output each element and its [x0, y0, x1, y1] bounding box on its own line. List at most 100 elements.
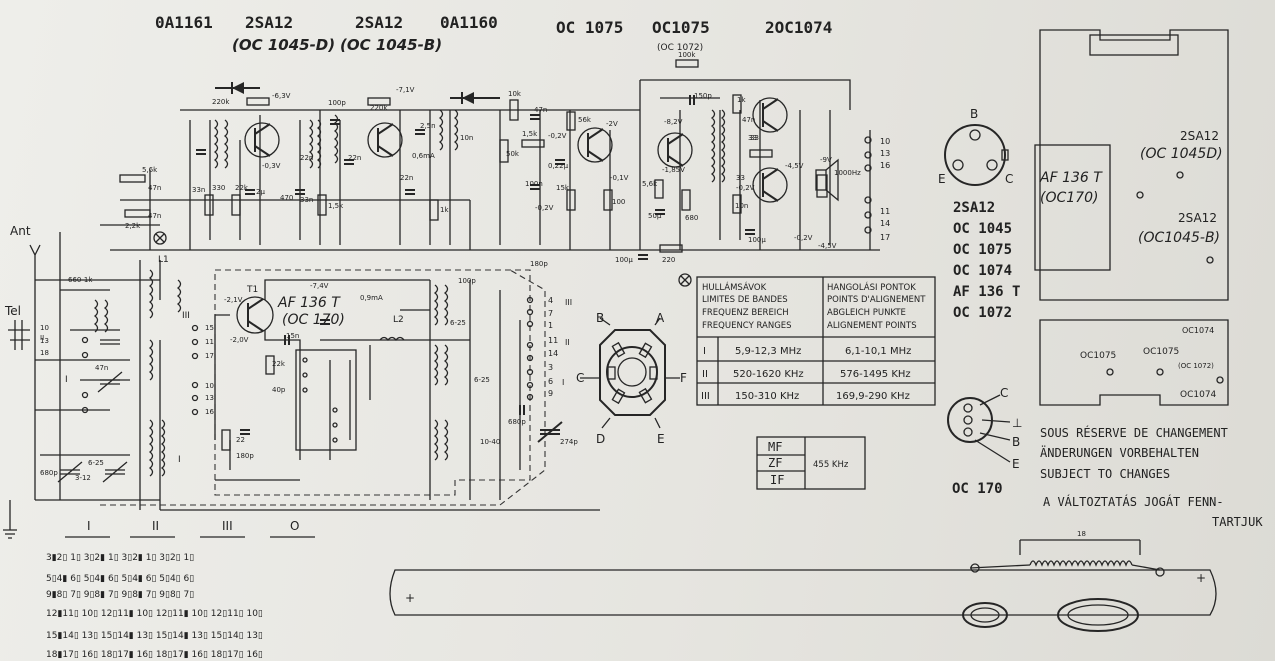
svg-text:33: 33 [750, 134, 759, 142]
switch-b: A [656, 311, 665, 325]
svg-text:1: 1 [548, 321, 553, 330]
wafer-mid [295, 349, 357, 451]
transistor-types-list: 2SA12 OC 1045 OC 1075 OC 1074 AF 136 T O… [953, 200, 1020, 321]
svg-text:33n: 33n [300, 196, 313, 204]
svg-text:B: B [1012, 435, 1020, 449]
svg-text:Tel: Tel [4, 304, 21, 318]
svg-text:100p: 100p [328, 99, 346, 107]
svg-text:SUBJECT TO CHANGES: SUBJECT TO CHANGES [1040, 467, 1170, 481]
svg-text:10k: 10k [508, 90, 522, 98]
svg-text:10n: 10n [735, 202, 748, 210]
header-sublabel: (OC 1072) [657, 43, 703, 53]
svg-text:-0,1V: -0,1V [610, 174, 629, 182]
svg-text:SOUS RÉSERVE DE CHANGEMENT: SOUS RÉSERVE DE CHANGEMENT [1040, 425, 1228, 440]
svg-text:0,22µ: 0,22µ [548, 162, 569, 170]
svg-text:II: II [565, 338, 570, 347]
header-label: 2OC1074 [765, 18, 832, 37]
pinout-top: B E C [938, 107, 1013, 186]
resistor-22k [265, 355, 275, 375]
band-label: I [703, 346, 706, 357]
band-range: 5,9-12,3 MHz [735, 346, 801, 357]
svg-text:470: 470 [280, 194, 293, 202]
terminal-num: 10 [880, 137, 890, 146]
svg-text:22k: 22k [272, 360, 286, 368]
svg-text:47n: 47n [148, 184, 161, 192]
svg-text:-6,3V: -6,3V [272, 92, 291, 100]
svg-text:6-25: 6-25 [474, 376, 490, 384]
svg-text:-0,2V: -0,2V [535, 204, 554, 212]
svg-text:HULLÁMSÁVOK: HULLÁMSÁVOK [702, 281, 767, 293]
header-sublabel: (OC 1045-B) [340, 36, 442, 54]
svg-text:+: + [1196, 571, 1206, 585]
svg-text:6-25: 6-25 [450, 319, 466, 327]
if-wiring [214, 279, 521, 500]
svg-text:-7,1V: -7,1V [396, 86, 415, 94]
svg-text:4: 4 [548, 296, 553, 305]
svg-text:220: 220 [662, 256, 675, 264]
header-label: 0A1161 [155, 13, 213, 32]
switch-matrix: I II III O 3▮2▯ 1▯ 3▯2▮ 1▯ 3▯2▮ 1▯ 3▯2▯ … [46, 519, 315, 660]
svg-text:100: 100 [612, 198, 625, 206]
transistor-4 [657, 132, 693, 168]
svg-text:OC 1074: OC 1074 [953, 263, 1012, 279]
band-range: 150-310 KHz [735, 391, 799, 402]
band-align: 576-1495 KHz [840, 369, 911, 380]
svg-text:33: 33 [736, 174, 745, 182]
matrix-row: 5▯4▮ 6▯ 5▯4▮ 6▯ 5▯4▮ 6▯ 5▯4▯ 6▯ [46, 574, 194, 584]
svg-text:I: I [65, 375, 68, 385]
rotary-switch [580, 317, 680, 429]
svg-text:33: 33 [748, 134, 757, 142]
svg-text:18: 18 [1077, 530, 1086, 538]
svg-text:220k: 220k [212, 98, 230, 106]
if-caps [240, 319, 563, 443]
antenna-section: Ant Tel [3, 224, 600, 539]
svg-text:100µ: 100µ [748, 236, 766, 244]
svg-text:III: III [222, 519, 233, 533]
svg-text:FREQUENCY RANGES: FREQUENCY RANGES [702, 321, 792, 331]
if-module-outline [214, 269, 531, 496]
switch-a: B [596, 311, 604, 325]
svg-text:TARTJUK: TARTJUK [1212, 515, 1263, 529]
svg-text:10: 10 [40, 324, 49, 332]
svg-text:OC1074: OC1074 [1180, 390, 1217, 400]
header-label: 2SA12 [245, 13, 293, 32]
svg-text:-0,2V: -0,2V [548, 132, 567, 140]
svg-text:7: 7 [548, 309, 553, 318]
svg-text:ZF: ZF [768, 456, 782, 470]
svg-text:2,2k: 2,2k [125, 222, 141, 230]
svg-text:-0,2V: -0,2V [736, 184, 755, 192]
svg-text:OC1075: OC1075 [1143, 347, 1179, 357]
svg-text:3-12: 3-12 [75, 474, 91, 482]
svg-text:(OC1045-B): (OC1045-B) [1138, 230, 1220, 246]
if-frequency-box: MF ZF IF 455 KHz [756, 436, 866, 490]
svg-text:I: I [178, 455, 181, 465]
svg-text:0,9mA: 0,9mA [360, 294, 383, 302]
svg-text:11: 11 [548, 336, 558, 345]
dial-cord-diagram: + + 18 [389, 530, 1217, 632]
band-range: 520-1620 KHz [733, 369, 804, 380]
svg-text:13: 13 [40, 337, 49, 345]
svg-text:OC 1075: OC 1075 [953, 242, 1012, 258]
svg-text:5,6k: 5,6k [642, 180, 658, 188]
svg-text:220k: 220k [370, 104, 388, 112]
svg-text:OC 1072: OC 1072 [953, 305, 1012, 321]
svg-text:22n: 22n [300, 154, 313, 162]
svg-text:50k: 50k [506, 150, 520, 158]
svg-text:O: O [290, 519, 299, 533]
svg-text:-9V: -9V [820, 156, 832, 164]
svg-text:MF: MF [768, 440, 782, 454]
svg-text:16: 16 [205, 408, 214, 416]
svg-text:100p: 100p [458, 277, 476, 285]
svg-text:OC 1045: OC 1045 [953, 221, 1012, 237]
svg-text:2µ: 2µ [256, 188, 265, 196]
svg-text:III: III [565, 298, 572, 307]
lower-left-labels: L1 III I I II 10 13 18 3-12 6-25 680p 47… [40, 255, 190, 482]
svg-text:1,5k: 1,5k [522, 130, 538, 138]
svg-text:-0,3V: -0,3V [262, 162, 281, 170]
svg-text:1,5k: 1,5k [328, 202, 344, 210]
svg-text:-1,85V: -1,85V [662, 166, 685, 174]
svg-text:(OC 1072): (OC 1072) [1178, 362, 1214, 370]
svg-text:660-1k: 660-1k [68, 276, 93, 284]
switch-e: E [657, 432, 665, 446]
